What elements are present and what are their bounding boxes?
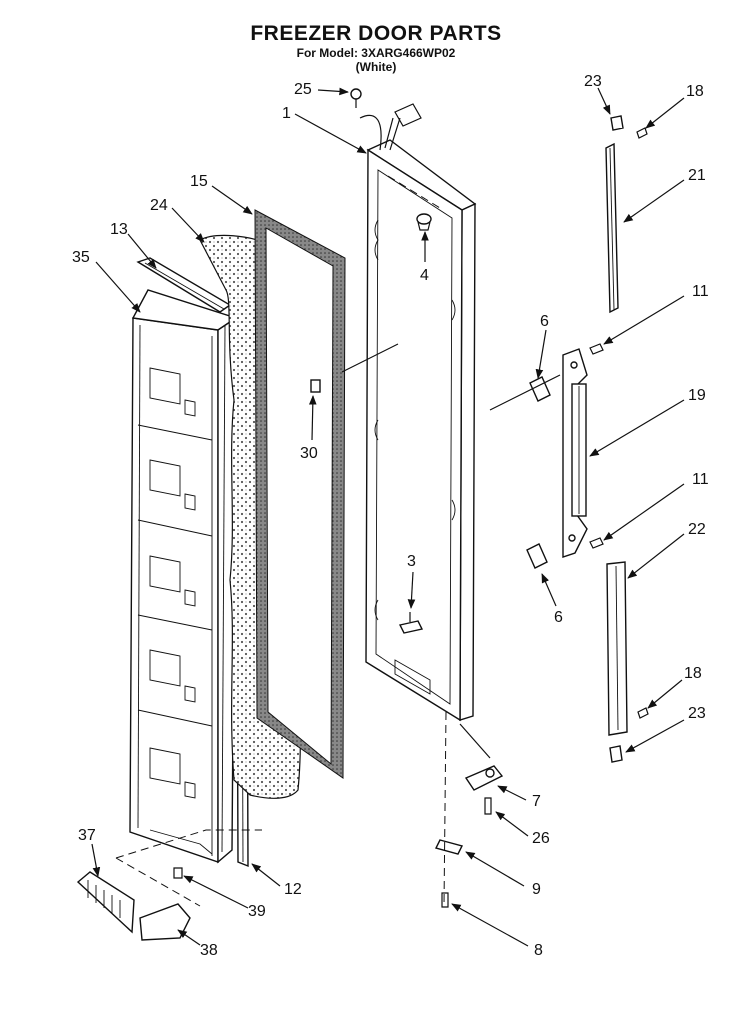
callout-18-bottom: 18	[684, 665, 702, 682]
callout-19: 19	[688, 387, 706, 404]
alignment-lines	[115, 343, 561, 907]
callout-4: 4	[420, 267, 429, 284]
upper-handle-trim	[605, 115, 648, 314]
callout-26: 26	[532, 830, 550, 847]
callout-12: 12	[284, 881, 302, 898]
handle-screws	[589, 343, 604, 549]
callout-22: 22	[688, 521, 706, 538]
callout-8: 8	[534, 942, 543, 959]
color-variant: (White)	[355, 60, 397, 74]
callout-6-top: 6	[540, 313, 549, 330]
callout-25: 25	[294, 81, 312, 98]
handle-caps	[526, 376, 551, 569]
callout-38: 38	[200, 942, 218, 959]
callout-18-top: 18	[686, 83, 704, 100]
callout-24: 24	[150, 197, 168, 214]
door-gasket	[254, 209, 346, 779]
bracket-3	[398, 612, 424, 634]
callout-15: 15	[190, 173, 208, 190]
diagram-title: FREEZER DOOR PARTS	[250, 22, 502, 45]
callout-23-bottom: 23	[688, 705, 706, 722]
callout-1: 1	[282, 105, 291, 122]
door-panel	[365, 139, 477, 722]
bottom-grille-parts	[76, 867, 191, 941]
leader-lines	[91, 87, 685, 947]
callout-21: 21	[688, 167, 706, 184]
callout-30: 30	[300, 445, 318, 462]
callout-13: 13	[110, 221, 128, 238]
callout-39: 39	[248, 903, 266, 920]
callout-23-top: 23	[584, 73, 602, 90]
door-liner	[129, 289, 238, 864]
model-number: For Model: 3XARG466WP02	[296, 46, 456, 60]
callout-7: 7	[532, 793, 541, 810]
lower-handle-trim	[606, 561, 649, 763]
door-handle	[562, 348, 588, 558]
wire-harness	[350, 88, 422, 151]
callout-9: 9	[532, 881, 541, 898]
callout-11-top: 11	[692, 283, 709, 300]
callout-35: 35	[72, 249, 90, 266]
hole-plug	[416, 213, 432, 231]
callout-6-bottom: 6	[554, 609, 563, 626]
diagram-header: FREEZER DOOR PARTS For Model: 3XARG466WP…	[0, 22, 752, 74]
callout-3: 3	[407, 553, 416, 570]
callout-labels: 25 1 4 15 24 13 35 30 3 23 18 21 11 6 19…	[72, 73, 709, 959]
callout-11-bottom: 11	[692, 471, 709, 488]
hinge-assembly	[434, 765, 504, 908]
clip-30	[310, 379, 321, 393]
callout-37: 37	[78, 827, 96, 844]
